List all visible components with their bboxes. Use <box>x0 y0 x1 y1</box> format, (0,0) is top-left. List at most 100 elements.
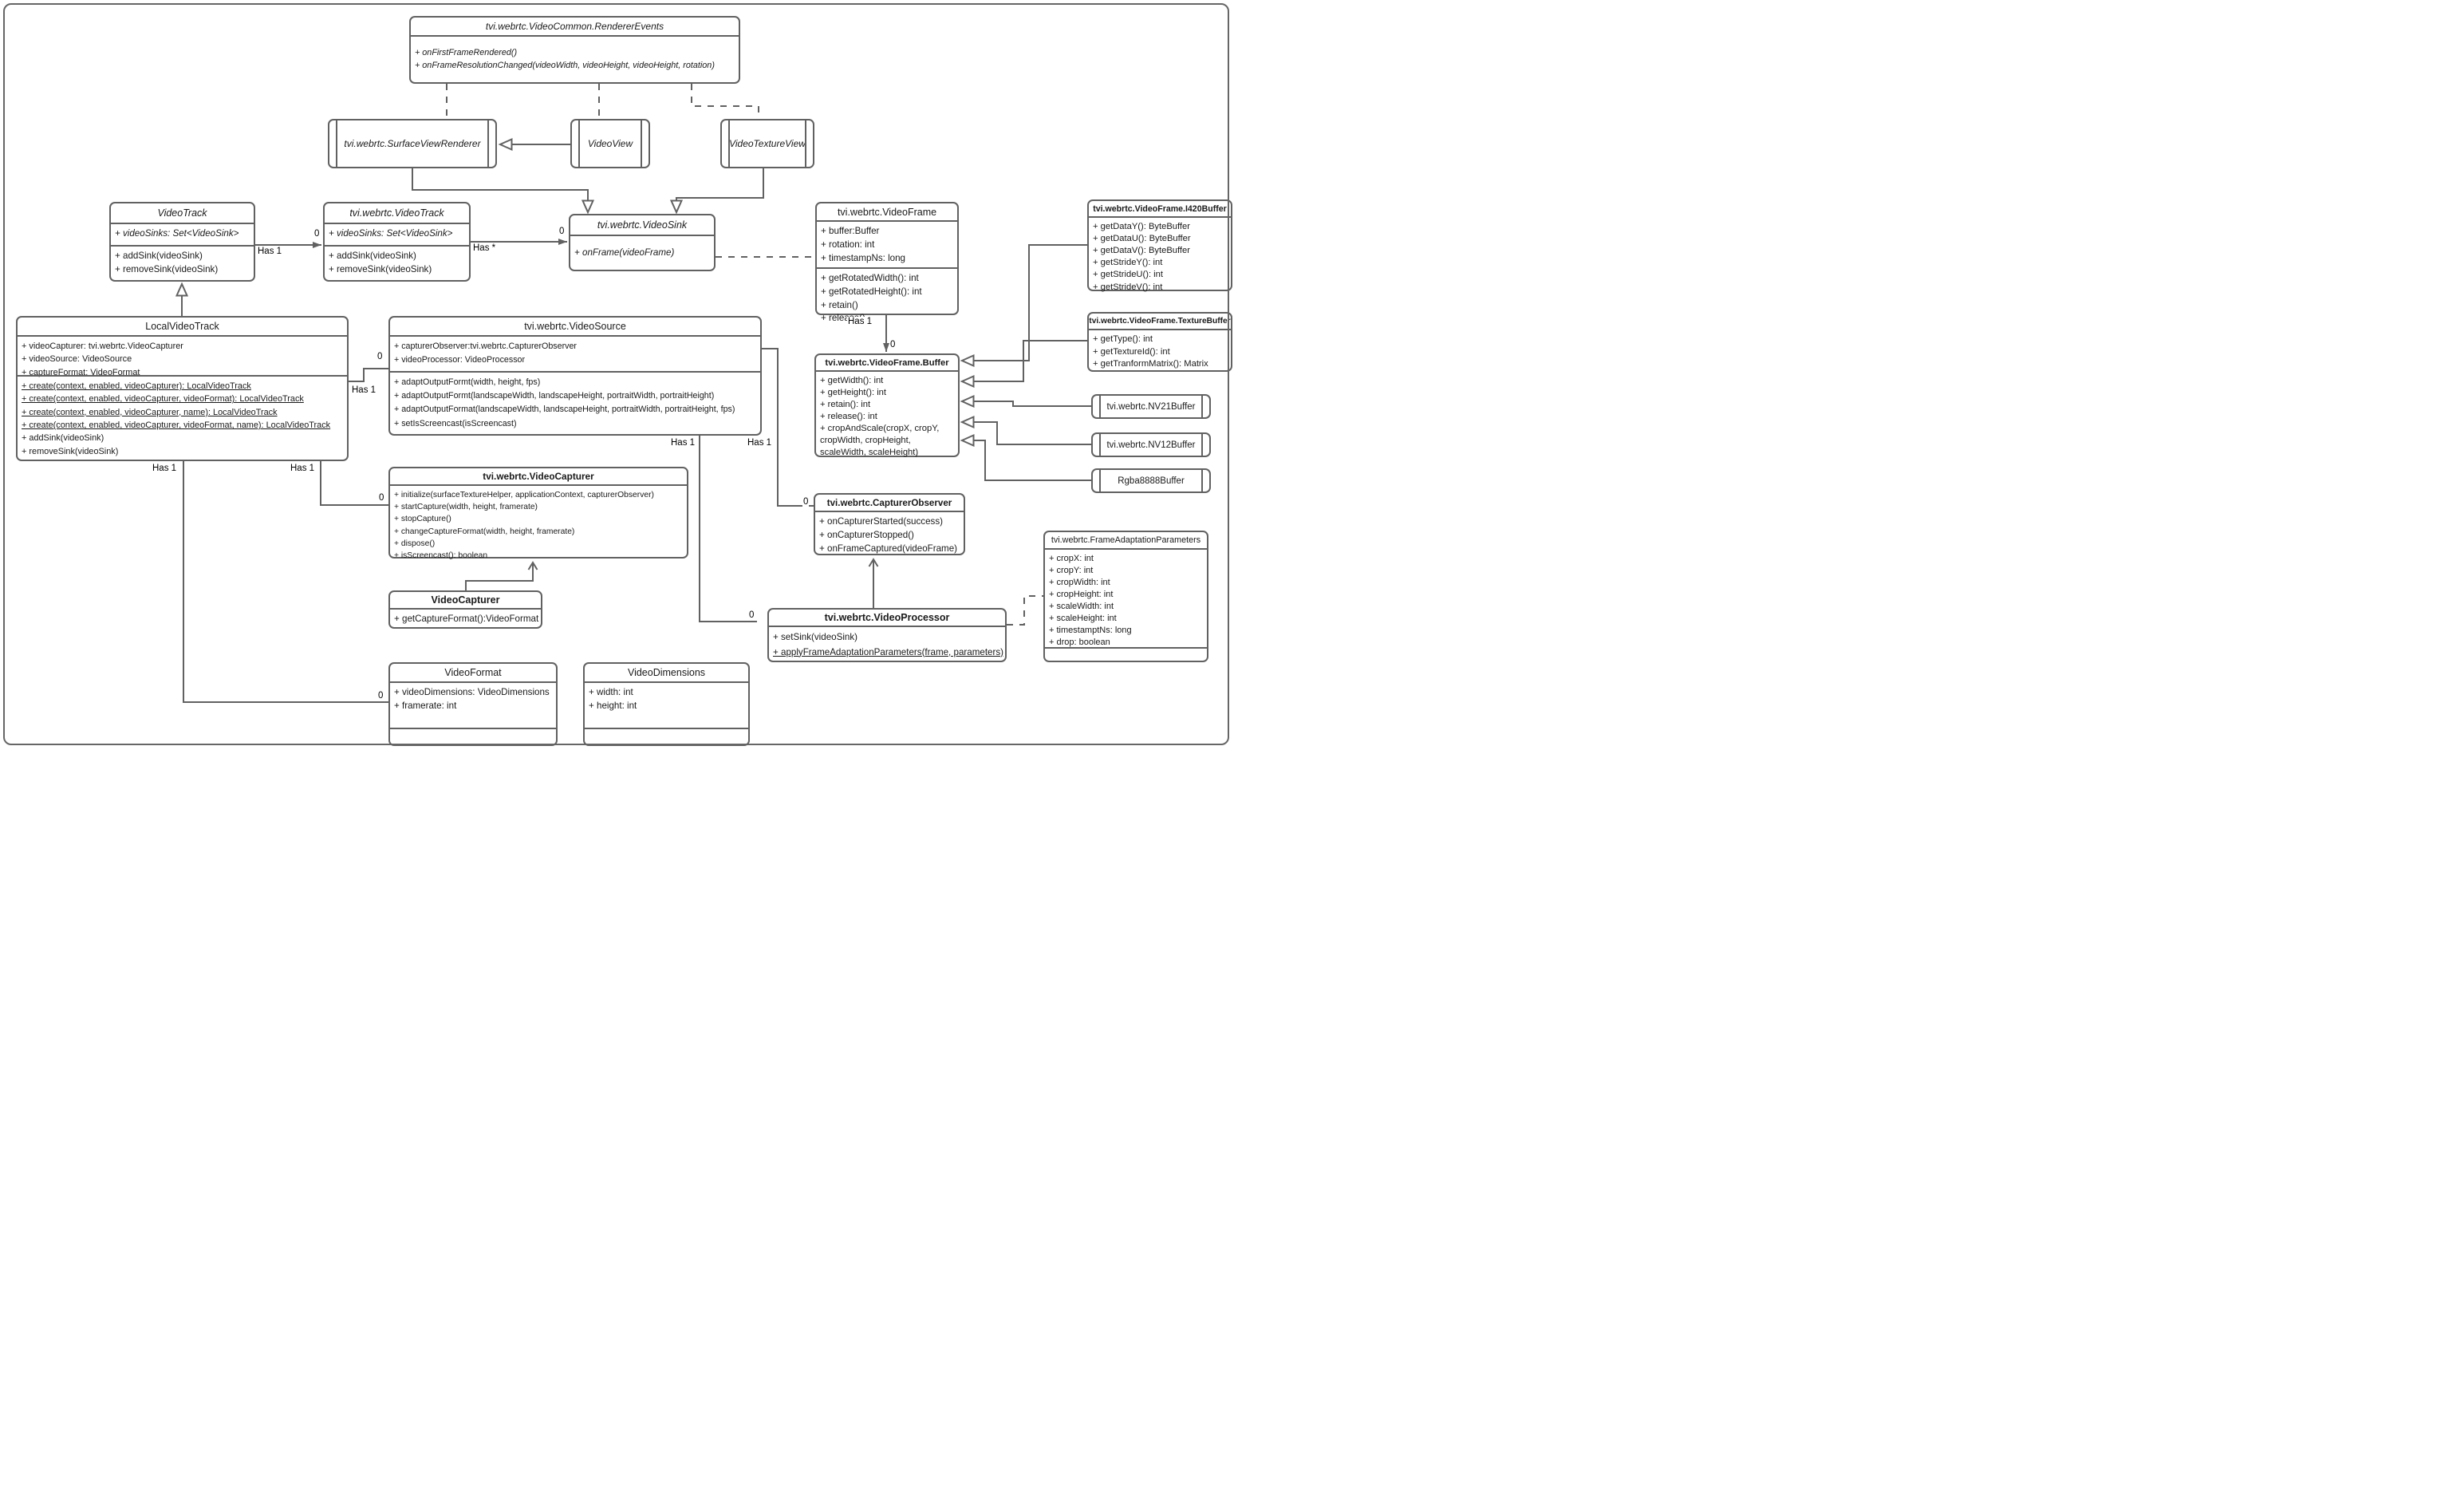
class-video-processor[interactable]: tvi.webrtc.VideoProcessor+ setSink(video… <box>767 608 1007 662</box>
class-compartment: + addSink(videoSink)+ removeSink(videoSi… <box>325 245 469 280</box>
class-video-texture-view[interactable]: VideoTextureView <box>720 119 814 168</box>
member-line: + scaleHeight: int <box>1049 613 1117 623</box>
class-frame-adaptation-parameters[interactable]: tvi.webrtc.FrameAdaptationParameters+ cr… <box>1043 531 1208 662</box>
class-compartment: + adaptOutputFormt(width, height, fps) + … <box>390 370 760 434</box>
edge-videoprocessor-uses-frameadaptationparameters[interactable] <box>1007 595 1043 626</box>
member-line: + create(context, enabled, videoCapturer… <box>22 394 304 405</box>
member-line: + onCapturerStopped() <box>819 529 914 540</box>
class-i420-buffer[interactable]: tvi.webrtc.VideoFrame.I420Buffer+ getDat… <box>1087 199 1232 292</box>
member-line: + getRotatedHeight(): int <box>821 286 922 297</box>
class-local-video-track[interactable]: LocalVideoTrack+ videoCapturer: tvi.webr… <box>16 316 349 461</box>
member-line: + applyFrameAdaptationParameters(frame, … <box>773 646 1004 657</box>
member-line: + getStrideU(): int <box>1093 270 1163 280</box>
multiplicity-label: 0 <box>802 497 810 507</box>
member-line: + removeSink(videoSink) <box>329 264 432 275</box>
class-video-frame[interactable]: tvi.webrtc.VideoFrame+ buffer:Buffer+ ro… <box>815 202 959 323</box>
class-compartment: + buffer:Buffer+ rotation: int+ timestam… <box>817 222 957 267</box>
member-line: + stopCapture() <box>394 515 451 524</box>
member-line: + addSink(videoSink) <box>22 433 104 444</box>
member-line: + startCapture(width, height, framerate) <box>394 503 538 512</box>
class-compartment: + videoDimensions: VideoDimensions+ fram… <box>390 683 556 728</box>
member-line: + videoSinks: Set<VideoSink> <box>329 228 453 239</box>
member-line: + removeSink(videoSink) <box>115 264 219 275</box>
component-side-bar <box>641 120 642 167</box>
class-surface-view-renderer[interactable]: tvi.webrtc.SurfaceViewRenderer <box>328 119 497 168</box>
class-title: LocalVideoTrack <box>18 318 347 337</box>
edge-videotextureview-implements-videosink[interactable] <box>676 168 764 212</box>
member-line: + getCaptureFormat():VideoFormat <box>394 614 539 624</box>
member-line: + onFirstFrameRendered() <box>415 47 518 57</box>
class-renderer-events[interactable]: tvi.webrtc.VideoCommon.RendererEvents+ o… <box>409 16 740 84</box>
class-compartment: + videoSinks: Set<VideoSink> <box>325 224 469 245</box>
class-title: tvi.webrtc.FrameAdaptationParameters <box>1045 532 1207 550</box>
class-title: VideoView <box>587 138 633 149</box>
multiplicity-label: 0 <box>889 340 897 350</box>
class-title: VideoCapturer <box>390 592 541 610</box>
edge-label: Has 1 <box>747 438 773 448</box>
edge-localvideotrack-has-videocapturer[interactable] <box>320 461 388 506</box>
class-title: tvi.webrtc.VideoFrame.Buffer <box>816 355 958 372</box>
class-video-track-abstract[interactable]: VideoTrack+ videoSinks: Set<VideoSink> + … <box>109 202 255 282</box>
class-title: tvi.webrtc.NV21Buffer <box>1106 401 1196 412</box>
component-side-bar <box>1099 396 1101 417</box>
class-compartment: + onCapturerStarted(success)+ onCapturer… <box>815 512 964 559</box>
class-capturer-observer[interactable]: tvi.webrtc.CapturerObserver+ onCapturerS… <box>814 493 965 555</box>
edge-nv12buffer-extends-buffer[interactable] <box>962 422 1091 445</box>
class-video-capturer-small[interactable]: VideoCapturer + getCaptureFormat():VideoF… <box>388 590 542 629</box>
edge-texturebuffer-extends-buffer[interactable] <box>962 340 1087 381</box>
member-line: + release() <box>821 313 865 324</box>
member-line: + getType(): int <box>1093 334 1153 344</box>
class-video-dimensions[interactable]: VideoDimensions+ width: int+ height: int <box>583 662 750 746</box>
edge-localvideotrack-has-videosource[interactable] <box>349 368 388 382</box>
class-texture-buffer[interactable]: tvi.webrtc.VideoFrame.TextureBuffer+ get… <box>1087 312 1232 372</box>
component-side-bar <box>578 120 580 167</box>
member-line: + removeSink(videoSink) <box>22 446 119 456</box>
member-line: + create(context, enabled, videoCapturer… <box>22 381 251 391</box>
class-rgba8888-buffer[interactable]: Rgba8888Buffer <box>1091 468 1211 493</box>
class-title: VideoFormat <box>390 664 556 683</box>
class-nv21-buffer[interactable]: tvi.webrtc.NV21Buffer <box>1091 394 1211 419</box>
member-line: + onFrameCaptured(videoFrame) <box>819 543 958 554</box>
class-video-sink[interactable]: tvi.webrtc.VideoSink+ onFrame(videoFrame… <box>569 214 716 271</box>
member-line: + retain(): int <box>820 400 871 409</box>
edge-localvideotrack-has-videoformat[interactable] <box>183 461 388 703</box>
multiplicity-label: 0 <box>748 610 755 621</box>
class-title: VideoDimensions <box>585 664 748 683</box>
edge-label: Has 1 <box>152 464 178 474</box>
class-compartment <box>390 728 556 744</box>
multiplicity-label: 0 <box>378 493 385 503</box>
class-compartment <box>585 728 748 744</box>
edge-videosource-has-videoprocessor[interactable] <box>699 436 757 622</box>
class-title: tvi.webrtc.VideoSource <box>390 318 760 337</box>
class-video-source[interactable]: tvi.webrtc.VideoSource+ capturerObserver… <box>388 316 762 436</box>
member-line: + width: int <box>589 687 633 697</box>
class-video-format[interactable]: VideoFormat+ videoDimensions: VideoDimen… <box>388 662 558 746</box>
member-line: + changeCaptureFormat(width, height, fra… <box>394 527 575 536</box>
class-compartment: + videoSinks: Set<VideoSink> <box>111 224 254 245</box>
member-line: + adaptOutputFormt(landscapeWidth, lands… <box>394 391 715 401</box>
member-line: + setIsScreencast(isScreencast) <box>394 418 517 428</box>
member-line: + initialize(surfaceTextureHelper, appli… <box>394 491 654 499</box>
class-tvi-video-track[interactable]: tvi.webrtc.VideoTrack+ videoSinks: Set<V… <box>323 202 471 282</box>
class-compartment: + getDataY(): ByteBuffer+ getDataU(): By… <box>1089 218 1231 297</box>
member-line: + isScreencast(): boolean <box>394 551 488 561</box>
class-compartment: + getWidth(): int+ getHeight(): int+ ret… <box>816 372 958 462</box>
multiplicity-label: 0 <box>377 691 384 701</box>
class-title: tvi.webrtc.VideoFrame.I420Buffer <box>1089 201 1231 218</box>
class-video-capturer[interactable]: tvi.webrtc.VideoCapturer+ initialize(sur… <box>388 467 688 561</box>
member-line: + getRotatedWidth(): int <box>821 273 919 283</box>
edge-videocapturersmall-to-videocapturer[interactable] <box>465 561 538 590</box>
edge-videosource-has-capturerobserver[interactable] <box>762 348 814 507</box>
class-video-view[interactable]: VideoView <box>570 119 650 168</box>
edge-i420buffer-extends-buffer[interactable] <box>962 244 1087 361</box>
edge-rgba8888buffer-extends-buffer[interactable] <box>962 440 1091 481</box>
member-line: + getWidth(): int <box>820 376 884 385</box>
edge-surfaceviewrenderer-implements-videosink[interactable] <box>412 168 588 212</box>
class-title: VideoTrack <box>111 203 254 224</box>
edge-nv21buffer-extends-buffer[interactable] <box>962 401 1091 406</box>
class-frame-buffer[interactable]: tvi.webrtc.VideoFrame.Buffer + getWidth()… <box>814 353 960 457</box>
class-compartment: + capturerObserver:tvi.webrtc.CapturerOb… <box>390 337 760 371</box>
class-nv12-buffer[interactable]: tvi.webrtc.NV12Buffer <box>1091 432 1211 457</box>
edge-rendererevents-to-videotextureview[interactable] <box>691 84 759 119</box>
member-line: + adaptOutputFormt(width, height, fps) <box>394 377 541 387</box>
